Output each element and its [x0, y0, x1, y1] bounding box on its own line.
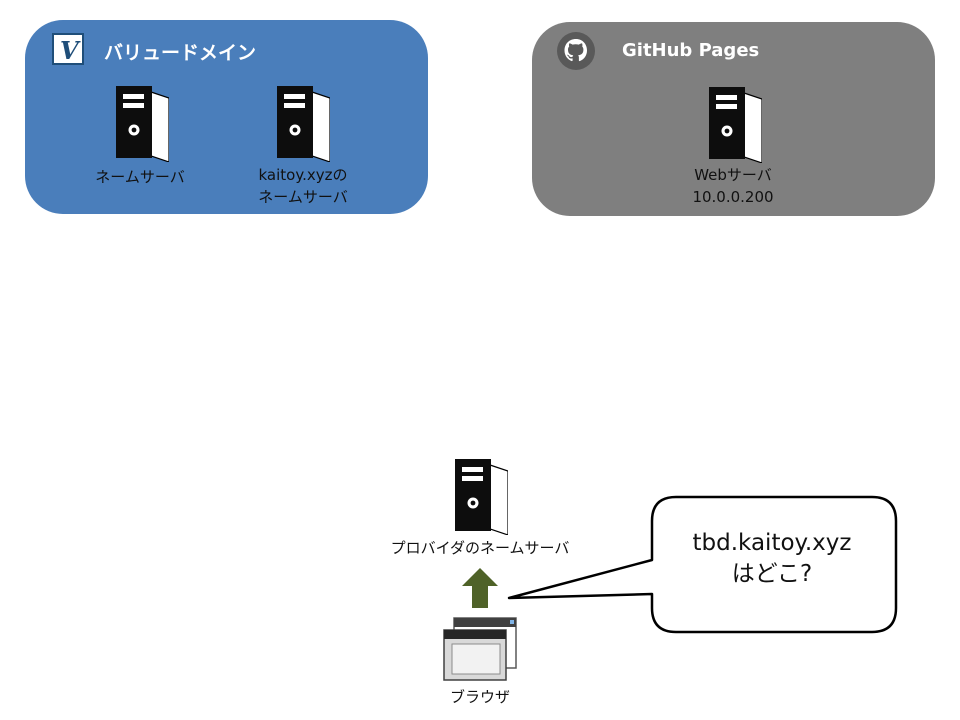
- provider-ns-label: プロバイダのネームサーバ: [390, 539, 570, 557]
- bubble-text: tbd.kaitoy.xyz はどこ?: [692, 530, 852, 587]
- browser-icon: [440, 616, 520, 684]
- value-domain-title: バリュードメイン: [104, 42, 257, 64]
- value-domain-logo-icon: V: [52, 33, 84, 65]
- up-arrow: [460, 566, 500, 610]
- github-pages-title: GitHub Pages: [622, 40, 760, 61]
- value-ns-label: ネームサーバ: [95, 168, 185, 186]
- svg-text:V: V: [60, 36, 81, 65]
- github-octocat-icon: [556, 31, 596, 71]
- browser-label: ブラウザ: [449, 688, 510, 706]
- value-domain-panel: [25, 20, 428, 214]
- web-server-label: Webサーバ 10.0.0.200: [692, 166, 774, 206]
- kaitoy-ns-label: kaitoy.xyzの ネームサーバ: [258, 166, 348, 206]
